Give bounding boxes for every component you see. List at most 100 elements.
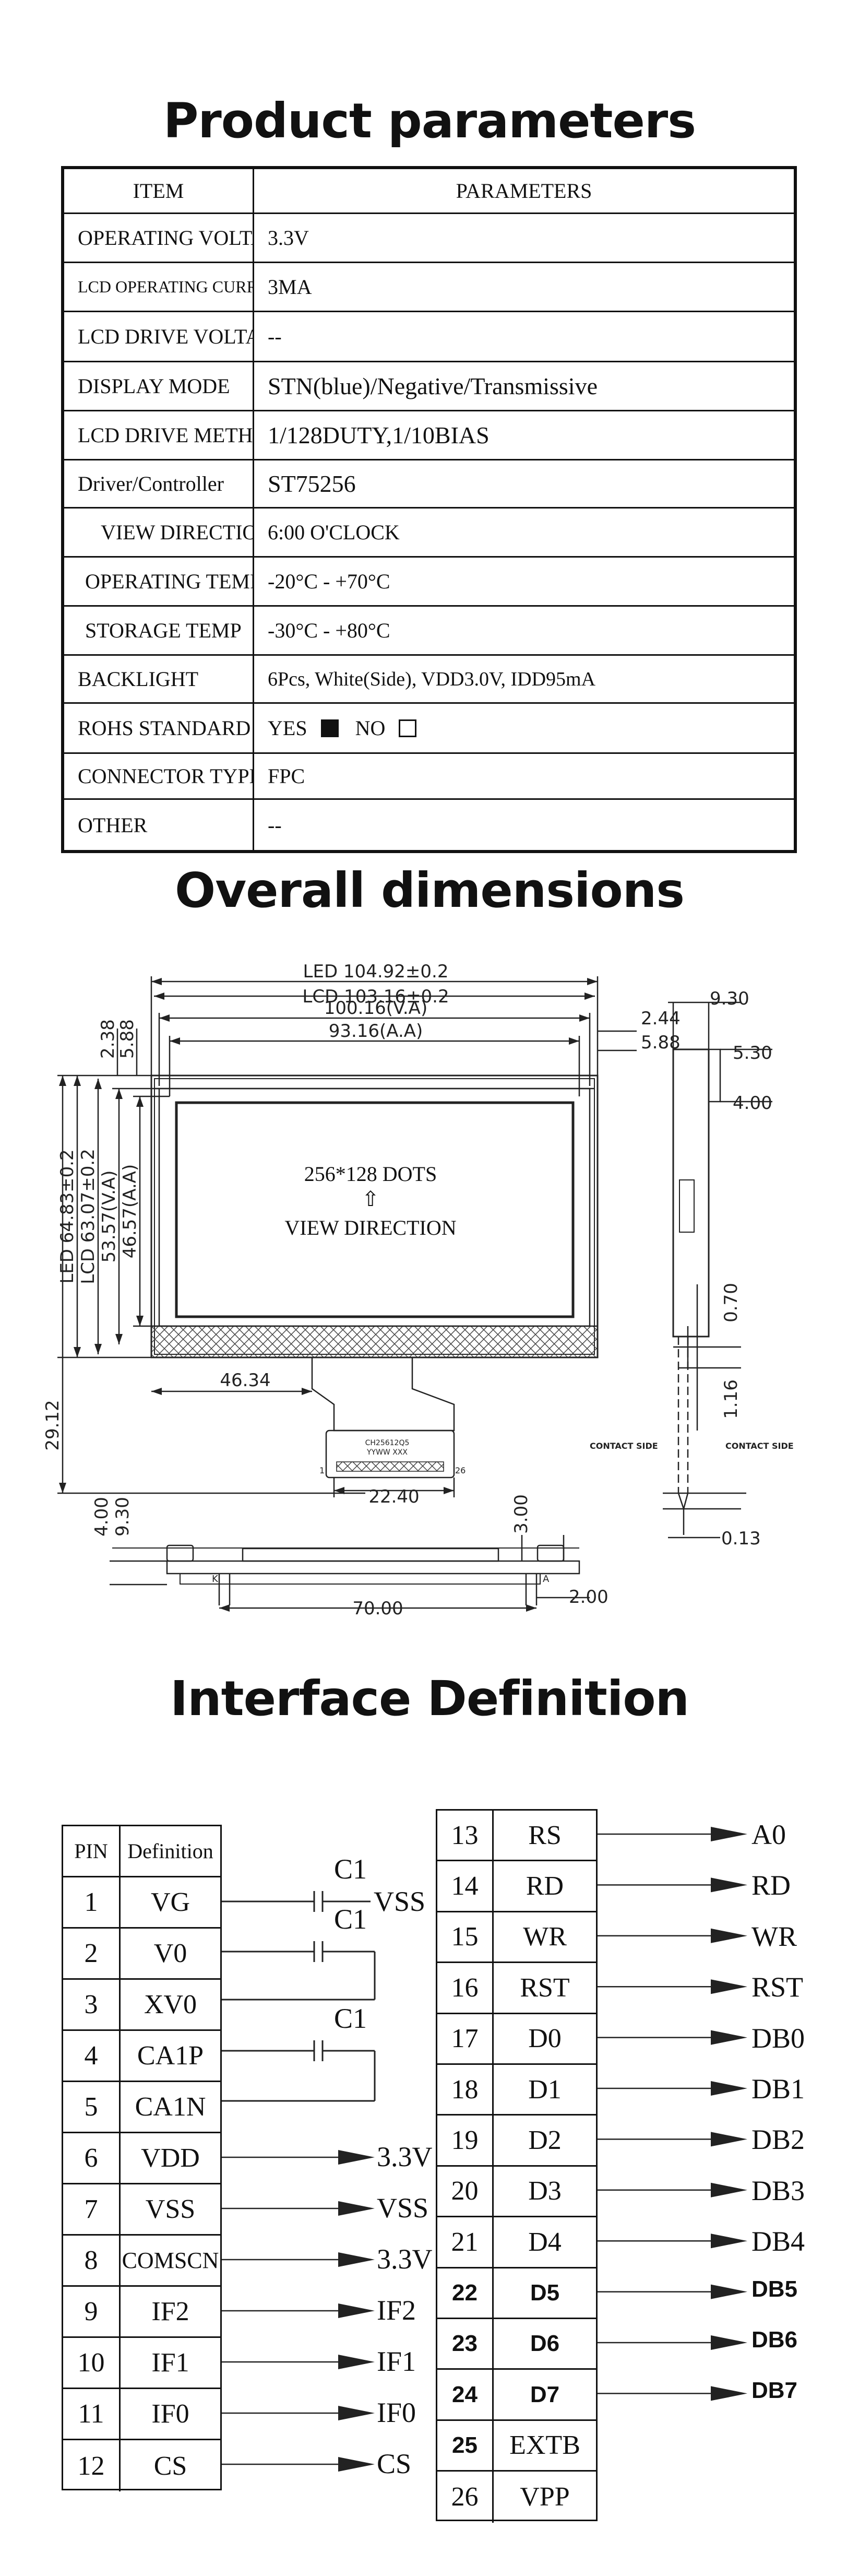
table-row: 26 VPP: [437, 2472, 596, 2523]
active-area: [175, 1101, 575, 1318]
pin-number: 1: [63, 1877, 121, 1927]
pin-number: 21: [437, 2217, 494, 2267]
table-row: LCD DRIVE VOLTAGE --: [64, 312, 794, 362]
pin-number: 22: [437, 2268, 494, 2318]
dim-aa-height: 46.57(A.A): [120, 1164, 140, 1259]
pin-number: 13: [437, 1811, 494, 1860]
pin-number: 7: [63, 2184, 121, 2234]
params-title: Product parameters: [163, 93, 696, 149]
row-value: 6Pcs, White(Side), VDD3.0V, IDD95mA: [268, 668, 596, 690]
table-row: Driver/Controller ST75256: [64, 460, 794, 509]
table-row: OPERATING TEMP -20°C - +70°C: [64, 558, 794, 607]
dim-total-height: 29.12: [42, 1400, 63, 1450]
pin-number: 5: [63, 2082, 121, 2132]
pin-number: 12: [63, 2440, 121, 2491]
pin-definition: D3: [528, 2176, 562, 2206]
side-013: 0.13: [721, 1528, 761, 1549]
pin-definition: RST: [520, 1972, 570, 2003]
fpc-connector: [325, 1429, 455, 1479]
row-value: -30°C - +80°C: [268, 619, 390, 642]
row-item: ROHS STANDARD: [64, 704, 254, 752]
signal-label: DB3: [751, 2175, 805, 2206]
signal-label: CS: [377, 2448, 412, 2479]
pin-number: 3: [63, 1980, 121, 2029]
table-row: DISPLAY MODE STN(blue)/Negative/Transmis…: [64, 362, 794, 411]
header-parameters: PARAMETERS: [456, 179, 592, 203]
dim-va-height: 53.57(V.A): [99, 1171, 120, 1263]
bottom-200: 2.00: [569, 1587, 609, 1608]
pin-definition: D6: [530, 2331, 560, 2357]
signal-label: RD: [751, 1870, 791, 1901]
pin-definition: XV0: [144, 1990, 197, 2019]
header-definition: Definition: [127, 1839, 213, 1863]
dim-fpc-offset: 46.34: [220, 1370, 270, 1391]
pin-definition: D7: [530, 2381, 560, 2407]
bottom-300: 3.00: [511, 1494, 532, 1534]
row-item: OTHER: [64, 800, 254, 850]
signal-label: IF0: [377, 2397, 416, 2428]
row-value: 1/128DUTY,1/10BIAS: [268, 422, 490, 448]
pin-number: 20: [437, 2166, 494, 2216]
bottom-k-label: K: [212, 1574, 219, 1585]
signal-label: DB0: [751, 2022, 805, 2054]
row-value: 3.3V: [268, 226, 309, 250]
row-item: OPERATING TEMP: [64, 558, 254, 605]
parameters-table: ITEM PARAMETERS OPERATING VOLTAGE 3.3V L…: [61, 166, 797, 853]
signal-label: 3.3V: [377, 2243, 433, 2275]
pin-definition: D2: [528, 2125, 562, 2156]
pin-number: 8: [63, 2236, 121, 2285]
hatch-strip: [150, 1325, 599, 1358]
side-530: 5.30: [733, 1043, 772, 1064]
dim-left-588: 5.88: [117, 1019, 138, 1059]
pin-number: 17: [437, 2014, 494, 2063]
pin-number: 15: [437, 1912, 494, 1962]
row-value: FPC: [268, 764, 305, 788]
table-row: OTHER --: [64, 800, 794, 850]
side-930: 9.30: [710, 988, 749, 1009]
interface-title: Interface Definition: [170, 1671, 689, 1727]
bottom-930: 9.30: [112, 1497, 133, 1537]
row-item: STORAGE TEMP: [64, 607, 254, 654]
side-070: 0.70: [721, 1283, 742, 1322]
dim-aa-width: 93.16(A.A): [329, 1021, 423, 1042]
signal-label: DB5: [751, 2276, 798, 2302]
dots-label: 256*128 DOTS: [304, 1162, 437, 1186]
signal-label: WR: [751, 1920, 797, 1952]
header-pin: PIN: [63, 1826, 121, 1876]
row-item: LCD DRIVE VOLTAGE: [64, 312, 254, 361]
pin-definition: VPP: [520, 2482, 570, 2512]
pin-number: 19: [437, 2116, 494, 2165]
header-item: ITEM: [64, 169, 254, 212]
pin-definition: IF2: [151, 2297, 189, 2326]
pin-number: 24: [437, 2370, 494, 2419]
pin-number: 26: [437, 2472, 494, 2523]
signal-label: DB4: [751, 2226, 805, 2258]
row-value: --: [268, 325, 282, 348]
signal-label: VSS: [377, 2192, 429, 2224]
pin-definition: D4: [528, 2227, 562, 2257]
fpc-tail: [311, 1357, 455, 1432]
pin-number: 23: [437, 2319, 494, 2369]
fpc-pin-last: 26: [455, 1466, 466, 1475]
table-row: VIEW DIRECTION 6:00 O'CLOCK: [64, 509, 794, 558]
row-value: -20°C - +70°C: [268, 570, 390, 593]
pin-definition: IF0: [151, 2399, 189, 2429]
row-item: VIEW DIRECTION: [64, 509, 254, 556]
table-header-row: ITEM PARAMETERS: [64, 169, 794, 214]
fpc-text-date: YYWW XXX: [366, 1448, 408, 1457]
signal-label: DB6: [751, 2327, 798, 2353]
